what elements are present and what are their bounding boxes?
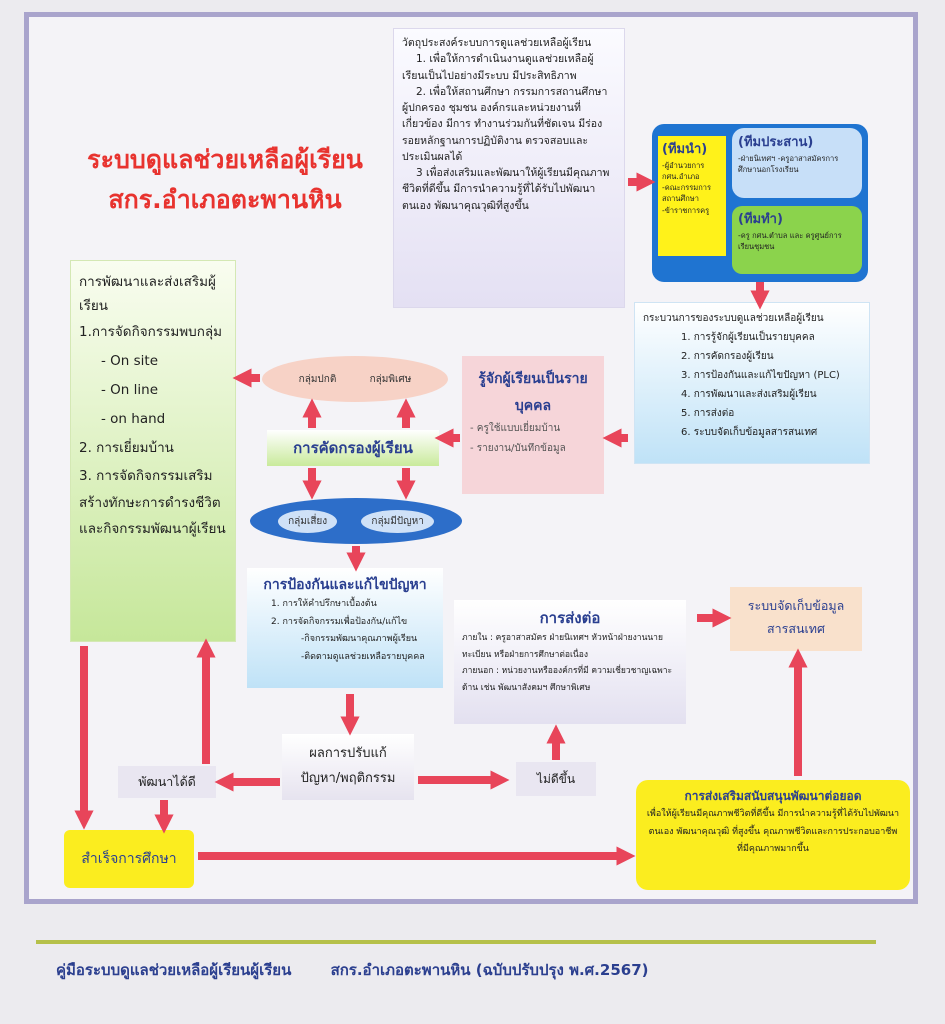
develop-item-2: 2. การเยี่ยมบ้าน bbox=[79, 440, 174, 457]
title-line-2: สกร.อำเภอตะพานหิน bbox=[108, 185, 342, 214]
footer-right: สกร.อำเภอตะพานหิน (ฉบับปรับปรุง พ.ศ.2567… bbox=[330, 961, 649, 979]
objectives-item-3: 3 เพื่อส่งเสริมและพัฒนาให้ผู้เรียนมีคุณภ… bbox=[402, 167, 610, 212]
referral-internal: ภายใน : ครูอาสาสมัคร ฝ่ายนิเทศฯ หัวหน้าฝ… bbox=[462, 633, 663, 660]
prevent-item: 1. การให้คำปรึกษาเบื้องต้น bbox=[271, 599, 377, 610]
process-item: 4. การพัฒนาและส่งเสริมผู้เรียน bbox=[681, 389, 817, 400]
footer-divider bbox=[36, 940, 876, 944]
team-lead-item: -ข้าราชการครู bbox=[662, 205, 710, 215]
team-lead-item: -ผู้อำนวยการ กศน.อำเภอ bbox=[662, 160, 705, 181]
process-item: 2. การคัดกรองผู้เรียน bbox=[681, 351, 774, 362]
prevent-sub-item: -กิจกรรมพัฒนาคุณภาพผู้เรียน bbox=[301, 634, 418, 645]
know-learners-box: รู้จักผู้เรียนเป็นรายบุคคล - ครูใช้แบบเย… bbox=[462, 356, 604, 494]
developed-well-box: พัฒนาได้ดี bbox=[118, 766, 216, 798]
prevent-sub-item: -ติดตามดูแลช่วยเหลือรายบุคคล bbox=[301, 652, 425, 663]
develop-sub-item: - On site bbox=[101, 353, 159, 370]
referral-heading: การส่งต่อ bbox=[539, 609, 601, 627]
team-do-title: (ทีมทำ) bbox=[738, 212, 783, 227]
develop-box: การพัฒนาและส่งเสริมผู้เรียน 1.การจัดกิจก… bbox=[70, 260, 236, 642]
referral-box: การส่งต่อ ภายใน : ครูอาสาสมัคร ฝ่ายนิเทศ… bbox=[454, 600, 686, 724]
develop-sub-item: - on hand bbox=[101, 411, 166, 428]
team-coord-box: (ทีมประสาน) -ฝ่ายนิเทศฯ -ครูอาสาสมัครการ… bbox=[732, 128, 862, 198]
prevent-heading: การป้องกันและแก้ไขปัญหา bbox=[263, 577, 427, 593]
develop-sub-item: - On line bbox=[101, 382, 158, 399]
objectives-item-1: 1. เพื่อให้การดำเนินงานดูแลช่วยเหลือผู้เ… bbox=[402, 53, 594, 82]
group-normal-label: กลุ่มปกติ bbox=[298, 373, 337, 385]
develop-item-3: 3. การจัดกิจกรรมเสริมสร้างทักษะการดำรงชี… bbox=[79, 468, 226, 537]
groups-bottom-pill: กลุ่มเสี่ยง กลุ่มมีปัญหา bbox=[250, 498, 462, 544]
not-improved-box: ไม่ดีขึ้น bbox=[516, 762, 596, 796]
process-item: 1. การรู้จักผู้เรียนเป็นรายบุคคล bbox=[681, 332, 815, 343]
promote-heading: การส่งเสริมสนับสนุนพัฒนาต่อยอด bbox=[684, 789, 862, 803]
know-learners-heading: รู้จักผู้เรียนเป็นรายบุคคล bbox=[478, 371, 588, 414]
teams-panel: (ทีมนำ) -ผู้อำนวยการ กศน.อำเภอ -คณะกรรมก… bbox=[652, 124, 868, 282]
team-lead-title: (ทีมนำ) bbox=[662, 142, 708, 157]
know-learners-item: - รายงาน/บันทึกข้อมูล bbox=[470, 443, 566, 455]
process-item: 3. การป้องกันและแก้ไขปัญหา (PLC) bbox=[681, 370, 840, 381]
result-box: ผลการปรับแก้ปัญหา/พฤติกรรม bbox=[282, 734, 414, 800]
team-lead-item: -คณะกรรมการสถานศึกษา bbox=[662, 183, 712, 204]
groups-top-pill: กลุ่มปกติ กลุ่มพิเศษ bbox=[262, 356, 448, 402]
footer: คู่มือระบบดูแลช่วยเหลือผู้เรียนผู้เรียน … bbox=[56, 958, 896, 982]
process-item: 5. การส่งต่อ bbox=[681, 408, 735, 419]
team-coord-text: -ฝ่ายนิเทศฯ -ครูอาสาสมัครการศึกษานอกโรงเ… bbox=[738, 153, 839, 174]
process-box: กระบวนการของระบบดูแลช่วยเหลือผู้เรียน 1.… bbox=[634, 302, 870, 464]
screening-box: การคัดกรองผู้เรียน bbox=[267, 430, 439, 466]
group-problem-label: กลุ่มมีปัญหา bbox=[361, 509, 434, 533]
team-coord-title: (ทีมประสาน) bbox=[738, 135, 814, 150]
develop-item-1: 1.การจัดกิจกรรมพบกลุ่ม bbox=[79, 324, 223, 341]
team-do-text: -ครู กศน.ตำบล และ ครูศูนย์การเรียนชุมชน bbox=[738, 230, 842, 251]
title-line-1: ระบบดูแลช่วยเหลือผู้เรียน bbox=[87, 145, 363, 174]
promote-text: เพื่อให้ผู้เรียนมีคุณภาพชีวิตที่ดีขึ้น ม… bbox=[646, 809, 900, 855]
process-item: 6. ระบบจัดเก็บข้อมูลสารสนเทศ bbox=[681, 427, 818, 438]
objectives-heading: วัตถุประสงค์ระบบการดูแลช่วยเหลือผู้เรียน bbox=[402, 37, 592, 49]
develop-heading: การพัฒนาและส่งเสริมผู้เรียน bbox=[79, 274, 216, 314]
group-special-label: กลุ่มพิเศษ bbox=[369, 373, 412, 385]
know-learners-item: - ครูใช้แบบเยี่ยมบ้าน bbox=[470, 423, 561, 435]
process-heading: กระบวนการของระบบดูแลช่วยเหลือผู้เรียน bbox=[643, 313, 824, 324]
objectives-box: วัตถุประสงค์ระบบการดูแลช่วยเหลือผู้เรียน… bbox=[393, 28, 625, 308]
referral-external: ภายนอก : หน่วยงานหรือองค์กรที่มี ความเชี… bbox=[462, 666, 673, 693]
prevent-item: 2. การจัดกิจกรรมเพื่อป้องกัน/แก้ไข bbox=[271, 616, 408, 627]
graduate-box: สำเร็จการศึกษา bbox=[64, 830, 194, 888]
prevent-box: การป้องกันและแก้ไขปัญหา 1. การให้คำปรึกษ… bbox=[247, 568, 443, 688]
promote-box: การส่งเสริมสนับสนุนพัฒนาต่อยอด เพื่อให้ผ… bbox=[636, 780, 910, 890]
team-lead-box: (ทีมนำ) -ผู้อำนวยการ กศน.อำเภอ -คณะกรรมก… bbox=[658, 136, 726, 256]
objectives-item-2: 2. เพื่อให้สถานศึกษา กรรมการสถานศึกษา ผู… bbox=[402, 85, 608, 163]
footer-left: คู่มือระบบดูแลช่วยเหลือผู้เรียนผู้เรียน bbox=[56, 961, 292, 979]
info-system-box: ระบบจัดเก็บข้อมูลสารสนเทศ bbox=[730, 587, 862, 651]
team-do-box: (ทีมทำ) -ครู กศน.ตำบล และ ครูศูนย์การเรี… bbox=[732, 206, 862, 274]
group-risk-label: กลุ่มเสี่ยง bbox=[278, 509, 338, 533]
